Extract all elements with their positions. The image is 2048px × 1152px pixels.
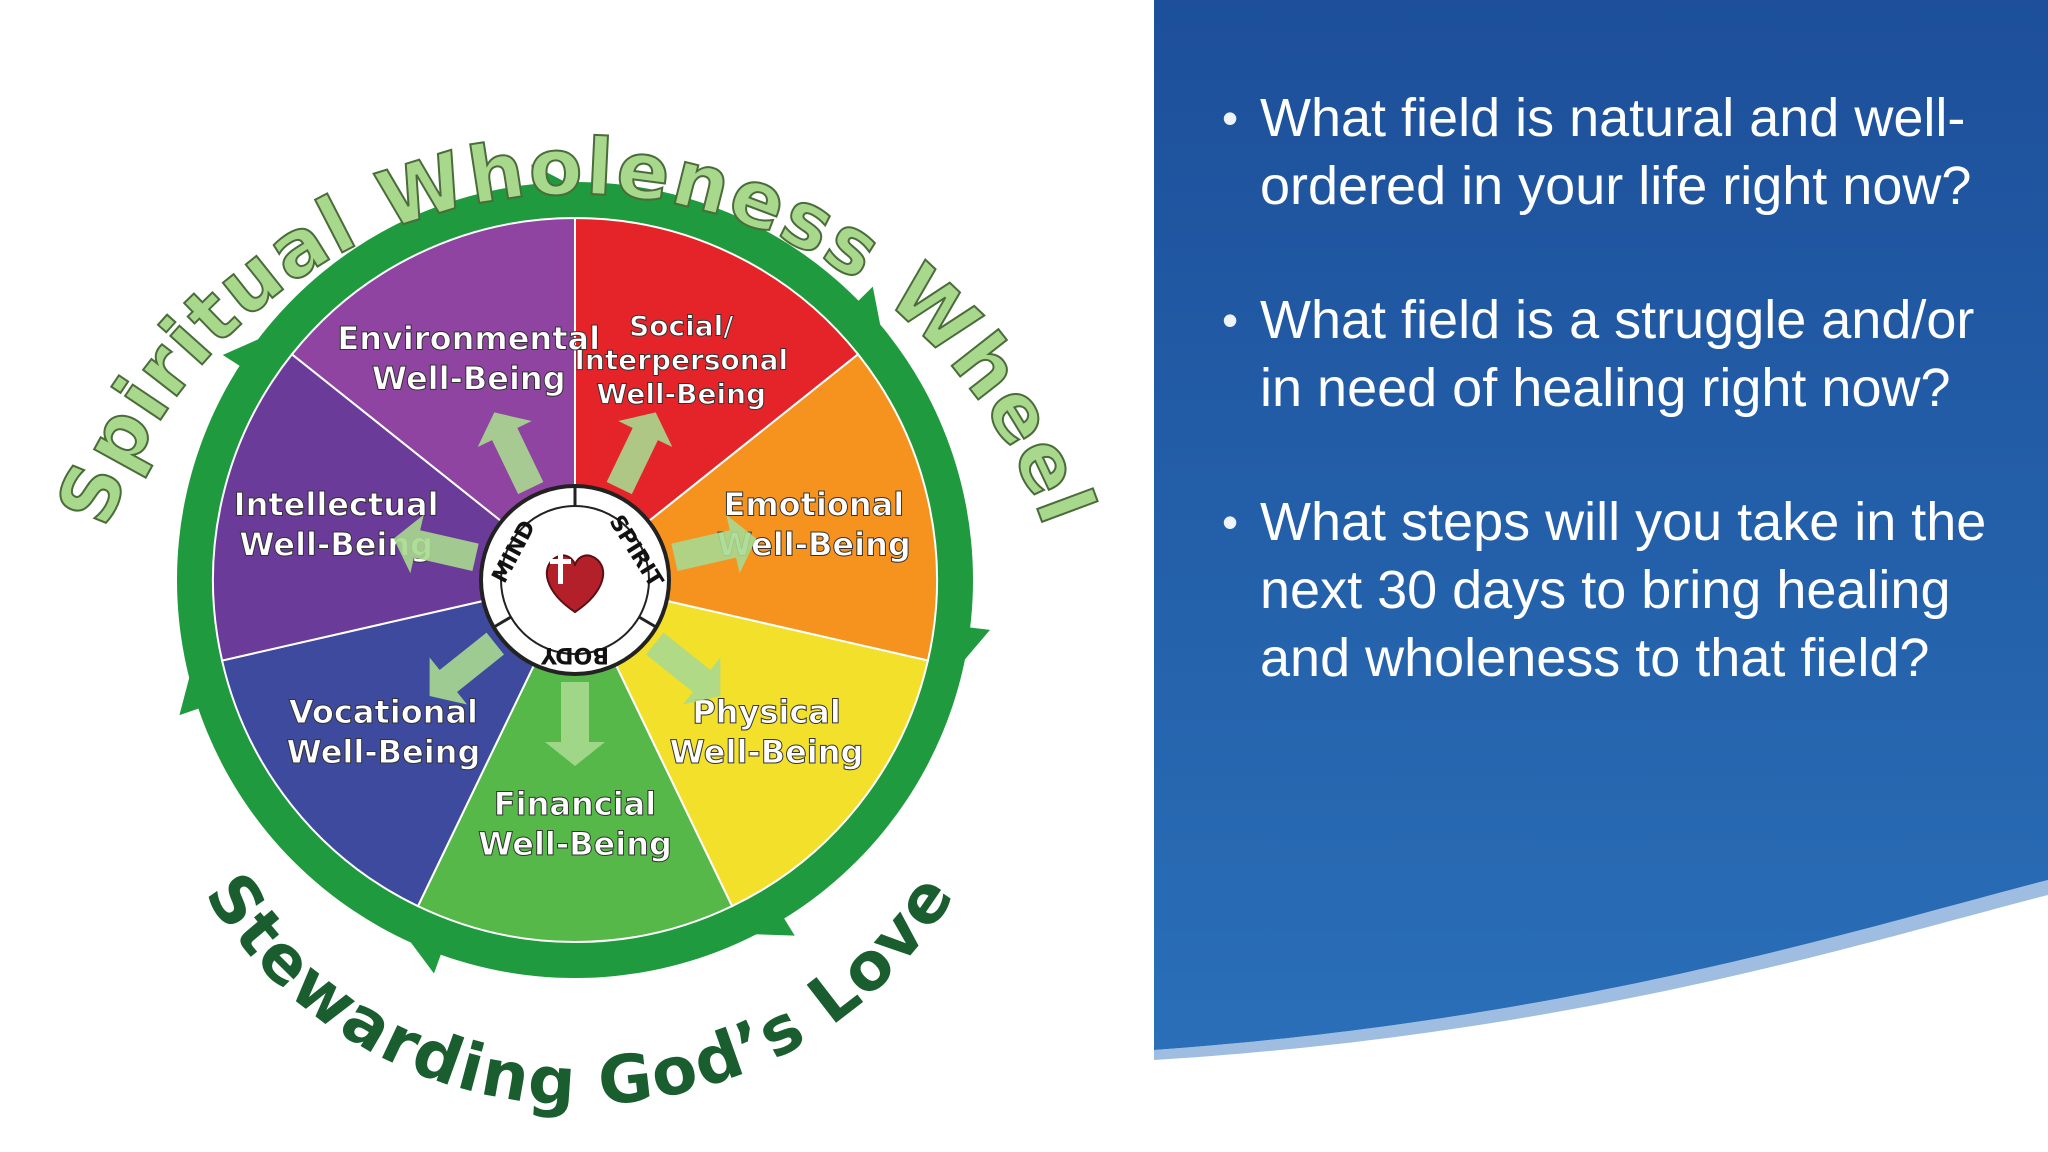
- bullet-icon: •: [1222, 294, 1239, 346]
- wheel-segment: [290, 216, 576, 583]
- ring-arrowhead: [916, 621, 991, 691]
- segment-label-line: Well-Being: [287, 733, 481, 771]
- inner-arrow: [606, 412, 673, 495]
- panel-background: [1154, 0, 2048, 1060]
- inner-arrow: [671, 514, 757, 574]
- bullet-icon: •: [1222, 92, 1239, 144]
- question-item: • What field is natural and well-ordered…: [1222, 84, 2012, 220]
- segment-label-line: Well-Being: [596, 377, 766, 410]
- question-list: • What field is natural and well-ordered…: [1222, 84, 2012, 758]
- segment-label-line: Interpersonal: [574, 343, 788, 376]
- segment-label-line: Well-Being: [478, 825, 672, 863]
- ring-arrowhead: [715, 872, 795, 936]
- cross-heart-icon: [545, 550, 605, 614]
- wheel-segment: [574, 216, 860, 583]
- question-text: What steps will you take in the next 30 …: [1260, 492, 1987, 688]
- ring-arrowhead: [386, 903, 459, 974]
- segment-label-line: Well-Being: [670, 733, 864, 771]
- segment-label-line: Physical: [692, 693, 841, 731]
- inner-arrow: [477, 412, 544, 495]
- question-text: What field is a struggle and/or in need …: [1260, 290, 1975, 418]
- inner-arrow: [393, 514, 479, 574]
- segment-label-line: Intellectual: [234, 485, 439, 523]
- segment-label-line: Environmental: [337, 319, 600, 357]
- segment-label-line: Financial: [494, 785, 656, 823]
- segment-label-line: Well-Being: [372, 359, 566, 397]
- hub-label-body: BODY: [540, 642, 609, 667]
- bullet-icon: •: [1222, 496, 1239, 548]
- inner-arrow: [545, 682, 605, 766]
- question-text: What field is natural and well-ordered i…: [1260, 88, 1972, 216]
- center-hub: MIND SPIRIT BODY: [479, 484, 671, 676]
- questions-panel: • What field is natural and well-ordered…: [1154, 0, 2048, 1152]
- inner-arrow: [646, 632, 721, 705]
- segment-label-line: Emotional: [723, 485, 904, 523]
- segment-label-line: Well-Being: [717, 525, 911, 563]
- segment-label-line: Social/: [629, 309, 734, 342]
- question-item: • What steps will you take in the next 3…: [1222, 488, 2012, 692]
- question-item: • What field is a struggle and/or in nee…: [1222, 286, 2012, 422]
- inner-arrow: [429, 632, 504, 705]
